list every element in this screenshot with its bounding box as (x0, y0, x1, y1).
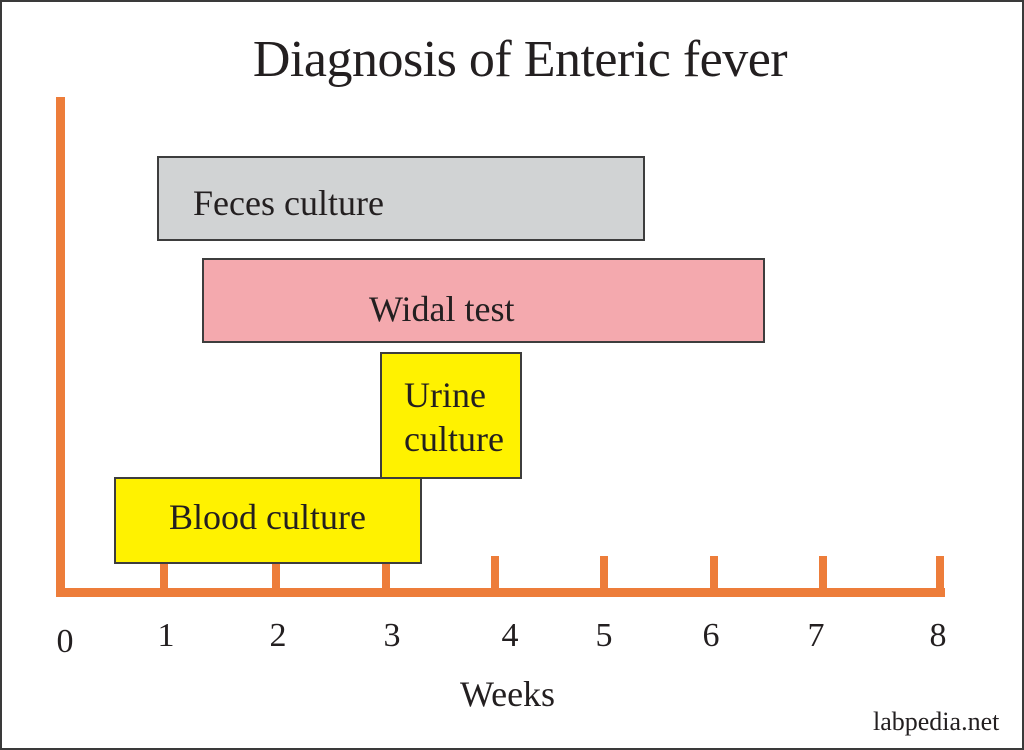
x-tick-2 (272, 556, 280, 590)
bar-label-urine-line1: Urine (404, 375, 486, 415)
x-tick-3 (382, 556, 390, 590)
x-axis-line (56, 588, 945, 597)
bar-widal-test: Widal test (202, 258, 765, 343)
credit-watermark: labpedia.net (873, 707, 1000, 736)
chart-title: Diagnosis of Enteric fever (252, 31, 788, 88)
x-axis-label: Weeks (460, 674, 556, 714)
x-tick-5 (600, 556, 608, 590)
y-axis-line (56, 97, 65, 597)
bar-label-urine-line2: culture (404, 419, 504, 459)
x-tick-label-4: 4 (501, 617, 519, 654)
x-tick-label-1: 1 (157, 617, 175, 654)
x-tick-label-5: 5 (595, 617, 613, 654)
x-tick-1 (160, 556, 168, 590)
x-tick-label-0: 0 (56, 623, 74, 660)
x-tick-6 (710, 556, 718, 590)
bar-label-feces: Feces culture (193, 183, 384, 223)
x-tick-label-7: 7 (807, 617, 825, 654)
x-tick-label-6: 6 (702, 617, 720, 654)
x-tick-7 (819, 556, 827, 590)
x-tick-label-8: 8 (929, 617, 947, 654)
bar-label-widal: Widal test (369, 289, 515, 329)
bar-label-blood: Blood culture (169, 497, 366, 537)
x-tick-4 (491, 556, 499, 590)
bar-blood-culture: Blood culture (114, 477, 422, 564)
bar-urine-culture: Urine culture (380, 352, 522, 479)
x-tick-label-3: 3 (383, 617, 401, 654)
x-tick-label-2: 2 (269, 617, 287, 654)
bar-feces-culture: Feces culture (157, 156, 645, 241)
x-tick-8 (936, 556, 944, 590)
